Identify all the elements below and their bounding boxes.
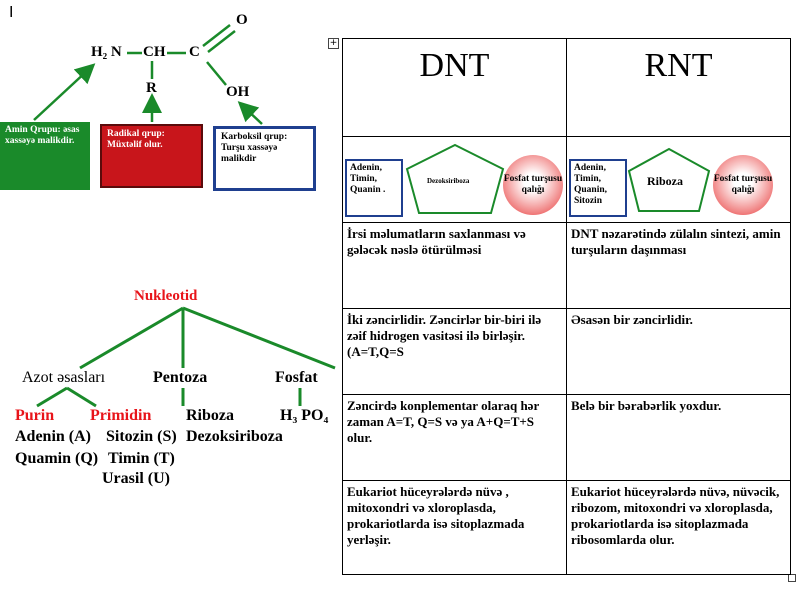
dnt-bases-box: Adenin, Timin, Quanin .	[345, 159, 403, 217]
oxygen-text: O	[236, 12, 248, 28]
table-cell: Eukariot hüceyrələrdə nüvə, nüvəcik, rib…	[566, 480, 791, 575]
carboxyl-group-box: Karboksil qrup: Turşu xassəyə malikdir	[213, 126, 316, 191]
deoxyribose-label: Dezoksiriboza	[186, 428, 283, 445]
pyrimidine-label: Primidin	[90, 407, 152, 424]
amine-group-text: H₂ N	[91, 44, 122, 60]
table-cell: İki zəncirlidir. Zəncirlər bir-biri ilə …	[342, 308, 567, 395]
thymine-label: Timin (T)	[108, 450, 175, 467]
guanine-label: Quamin (Q)	[15, 450, 99, 467]
amine-group-box: Amin Qrupu: əsas xassəyə malikdir.	[0, 122, 90, 190]
rnt-sugar-label: Riboza	[647, 174, 683, 188]
rnt-bases-box: Adenin, Timin, Quanin, Sitozin	[569, 159, 627, 217]
corner-mark: I	[9, 4, 14, 21]
table-cell: İrsi məlumatların saxlanması və gələcək …	[342, 222, 567, 309]
radical-group-box: Radikal qrup: Müxtəlif olur.	[100, 124, 203, 188]
radical-r-text: R	[146, 80, 157, 96]
dnt-phosphate-circle: Fosfat turşusu qalığı	[503, 155, 563, 215]
table-cell: Zəncirdə konplementar olaraq hər zaman A…	[342, 394, 567, 481]
carboxyl-carbon-text: C	[189, 44, 200, 60]
table-resize-handle-icon[interactable]	[788, 574, 796, 582]
dnt-pentagon-shape	[405, 143, 505, 214]
hydroxyl-text: OH	[226, 84, 250, 100]
purine-label: Purin	[15, 407, 55, 424]
table-move-handle-icon[interactable]: +	[328, 38, 339, 49]
table-cell: Əsasən bir zəncirlidir.	[566, 308, 791, 395]
phosphate-label: Fosfat	[275, 369, 318, 386]
dnt-sugar-label: Dezoksiriboza	[427, 177, 470, 185]
amino-acid-connectors	[33, 24, 336, 408]
nitrogen-bases-label: Azot əsasları	[22, 369, 106, 386]
table-cell: DNT nəzarətində zülalın sintezi, amin tu…	[566, 222, 791, 309]
phosphoric-acid-label: H₃ PO₄	[280, 407, 329, 424]
rnt-phosphate-circle: Fosfat turşusu qalığı	[713, 155, 773, 215]
pentose-label: Pentoza	[153, 369, 208, 386]
nucleotide-root: Nukleotid	[134, 288, 198, 304]
uracil-label: Urasil (U)	[102, 470, 170, 487]
dna-rna-comparison-table: DNT RNT Adenin, Timin, Quanin . Dezoksir…	[342, 38, 791, 575]
table-cell: Eukariot hüceyrələrdə nüvə , mitoxondri …	[342, 480, 567, 575]
header-dnt: DNT	[342, 38, 567, 137]
rnt-pentagon-shape	[627, 147, 711, 212]
ribose-label: Riboza	[186, 407, 234, 424]
alpha-carbon-text: CH	[143, 44, 166, 60]
cytosine-label: Sitozin (S)	[106, 428, 177, 445]
rnt-structure-cell: Adenin, Timin, Quanin, Sitozin Riboza Fo…	[566, 136, 791, 223]
adenine-label: Adenin (A)	[15, 428, 92, 445]
dnt-structure-cell: Adenin, Timin, Quanin . Dezoksiriboza Fo…	[342, 136, 567, 223]
table-cell: Belə bir bərabərlik yoxdur.	[566, 394, 791, 481]
header-rnt: RNT	[566, 38, 791, 137]
